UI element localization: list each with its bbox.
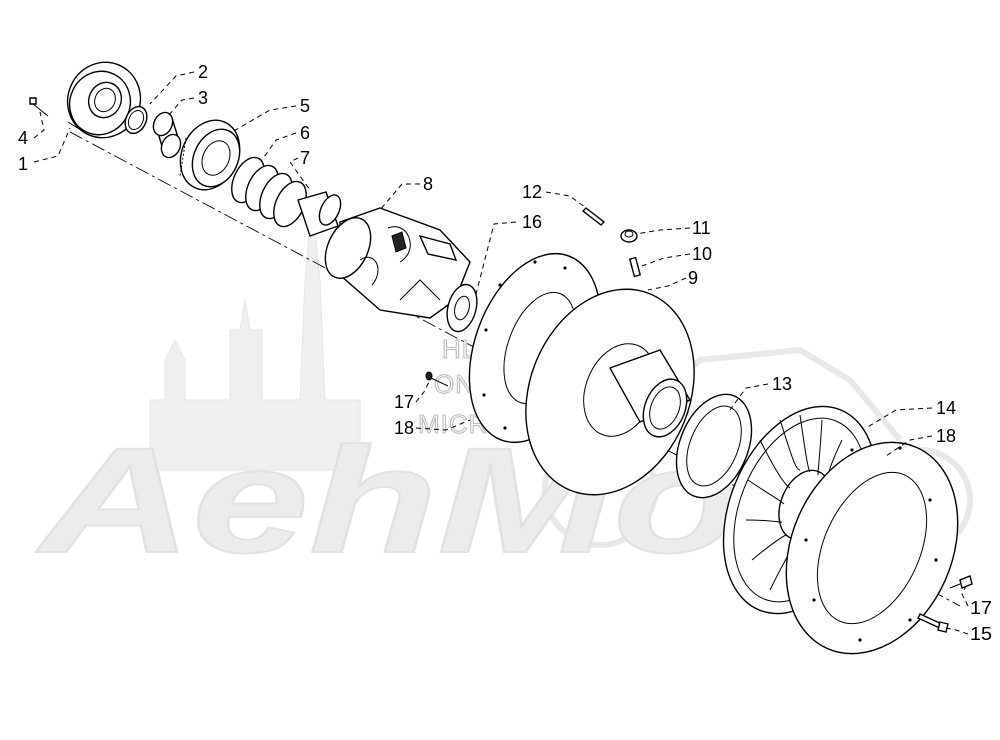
- callout-labels: 1 2 3 4 5 6 7 8 9 10 11 12 13 14 15 16 1…: [18, 62, 992, 644]
- part-3-bushing: [152, 111, 182, 159]
- part-9-movable-sheave: [525, 288, 695, 496]
- callout-4: 4: [18, 128, 28, 148]
- callout-3: 3: [198, 88, 208, 108]
- part-17-screw-left: [425, 371, 449, 387]
- callout-14: 14: [936, 398, 956, 418]
- part-12-pin: [581, 207, 606, 226]
- callout-6: 6: [300, 123, 310, 143]
- callout-12: 12: [522, 182, 542, 202]
- part-5-threaded-cap: [179, 119, 241, 191]
- callout-7: 7: [300, 148, 310, 168]
- part-6-spring: [231, 156, 307, 228]
- part-18-disc-right: [785, 441, 959, 655]
- callout-18-left: 18: [394, 418, 414, 438]
- callout-16: 16: [522, 212, 542, 232]
- callout-5: 5: [300, 96, 310, 116]
- callout-17-right: 17: [970, 598, 992, 618]
- leader-lines: [33, 71, 969, 635]
- part-10-stud: [628, 256, 642, 278]
- part-11-nut: [620, 229, 638, 243]
- skyline-silhouette: [149, 199, 361, 471]
- callout-1: 1: [18, 154, 28, 174]
- part-16-washer: [446, 283, 478, 333]
- callout-15: 15: [970, 624, 992, 644]
- part-15-bolt: [917, 613, 949, 633]
- part-17-screw-right: [949, 575, 973, 589]
- callout-11: 11: [692, 218, 711, 238]
- callout-8: 8: [423, 174, 433, 194]
- part-2-snap-ring: [124, 105, 148, 135]
- callout-17-left: 17: [394, 392, 414, 412]
- callout-10: 10: [692, 244, 712, 264]
- part-13-gasket: [675, 393, 753, 499]
- part-4-screw: [29, 97, 49, 117]
- callout-2: 2: [198, 62, 208, 82]
- callout-13: 13: [772, 374, 792, 394]
- part-8-cam-housing: [324, 207, 471, 319]
- part-1-end-cap: [66, 61, 142, 139]
- part-7-seat-tube: [297, 191, 342, 237]
- callout-9: 9: [688, 268, 698, 288]
- callout-18-right: 18: [936, 426, 956, 446]
